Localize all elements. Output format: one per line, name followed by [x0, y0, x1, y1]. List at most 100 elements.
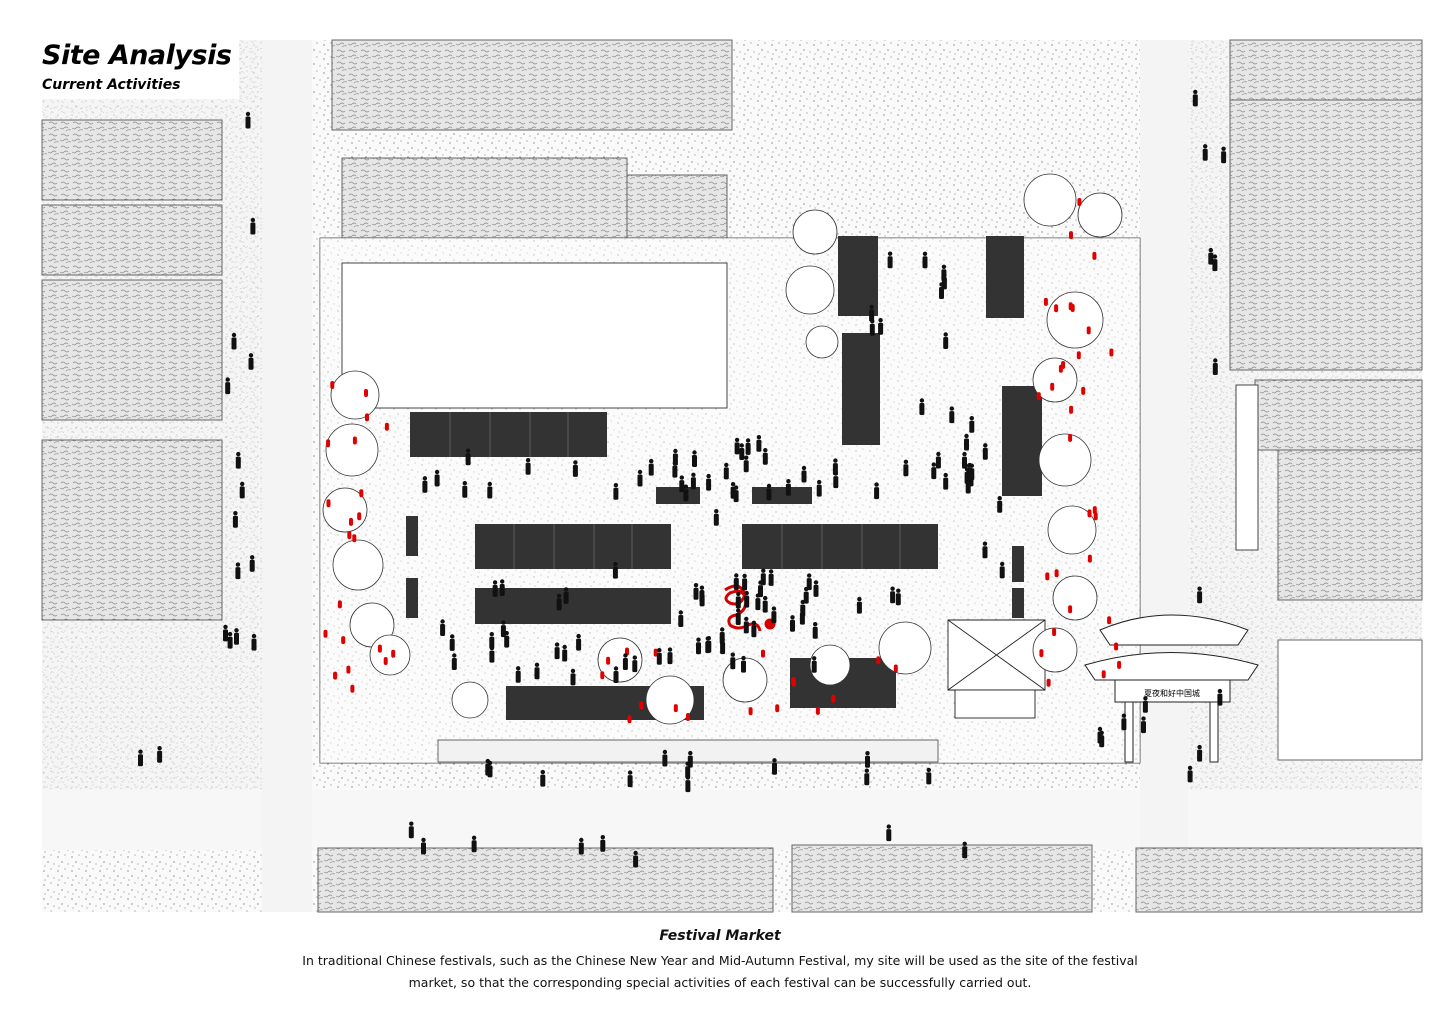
- pedestrian-silhouette-icon: [500, 620, 506, 638]
- pedestrian-silhouette-icon: [766, 483, 772, 501]
- pedestrian-silhouette-icon: [1197, 744, 1203, 762]
- pedestrian-silhouette-icon: [157, 746, 163, 763]
- red-lantern-icon: [330, 381, 335, 389]
- pedestrian-silhouette-icon: [534, 662, 540, 680]
- red-lantern-icon: [1045, 572, 1050, 581]
- pedestrian-silhouette-icon: [678, 610, 684, 627]
- pedestrian-silhouette-icon: [713, 509, 719, 526]
- gate-plaque: 夏夜和好中国城: [1144, 688, 1200, 698]
- title-block: Site Analysis Current Activities: [34, 38, 240, 99]
- red-lantern-icon: [346, 665, 351, 674]
- red-lantern-icon: [1114, 642, 1119, 651]
- caption-title: Festival Market: [659, 928, 781, 944]
- red-lantern-icon: [686, 713, 690, 721]
- red-lantern-icon: [1039, 649, 1044, 658]
- pedestrian-silhouette-icon: [662, 749, 668, 767]
- pedestrian-silhouette-icon: [462, 481, 468, 498]
- pedestrian-silhouette-icon: [733, 573, 739, 590]
- pedestrian-silhouette-icon: [632, 655, 638, 673]
- red-lantern-icon: [352, 436, 357, 445]
- pedestrian-silhouette-icon: [656, 648, 662, 665]
- red-lantern-icon: [1092, 506, 1097, 515]
- pedestrian-silhouette-icon: [554, 642, 560, 660]
- pedestrian-silhouette-icon: [864, 768, 870, 786]
- pedestrian-silhouette-icon: [919, 398, 925, 415]
- red-lantern-icon: [1058, 364, 1063, 373]
- pedestrian-silhouette-icon: [799, 607, 805, 625]
- trees: [322, 173, 1123, 725]
- red-lantern-icon: [383, 657, 388, 665]
- pedestrian-silhouette-icon: [741, 655, 746, 673]
- red-lantern-icon: [653, 648, 658, 657]
- red-lantern-icon: [1109, 348, 1114, 357]
- pedestrian-silhouette-icon: [600, 835, 606, 852]
- pedestrian-silhouette-icon: [637, 469, 643, 487]
- red-lantern-icon: [639, 701, 644, 710]
- red-lantern-icon: [349, 517, 353, 526]
- pedestrian-silhouette-icon: [982, 443, 988, 460]
- red-lantern-icon: [1076, 351, 1081, 360]
- pedestrian-silhouette-icon: [683, 484, 689, 502]
- red-lantern-icon: [1052, 628, 1057, 637]
- pedestrian-silhouette-icon: [699, 589, 705, 607]
- pedestrian-silhouette-icon: [245, 111, 251, 129]
- red-lantern-icon: [347, 531, 352, 540]
- pedestrian-silhouette-icon: [922, 251, 928, 269]
- pedestrian-silhouette-icon: [962, 841, 968, 859]
- pedestrian-silhouette-icon: [1202, 144, 1208, 161]
- page-title: Site Analysis: [42, 40, 232, 71]
- pedestrian-silhouette-icon: [667, 647, 673, 665]
- red-lantern-icon: [323, 198, 1122, 724]
- pedestrian-silhouette-icon: [687, 750, 693, 768]
- pedestrian-silhouette-icon: [1099, 730, 1105, 748]
- pedestrian-silhouette-icon: [234, 628, 239, 645]
- pedestrian-silhouette-icon: [903, 459, 909, 477]
- pedestrian-silhouette-icon: [878, 318, 884, 335]
- red-lantern-icon: [341, 636, 346, 645]
- pedestrian-silhouette-icon: [743, 616, 749, 634]
- pedestrian-silhouette-icon: [943, 332, 949, 349]
- pedestrian-silhouette-icon: [1208, 247, 1214, 265]
- red-lantern-icon: [1070, 304, 1075, 312]
- red-lantern-icon: [337, 600, 342, 609]
- pedestrian-silhouette-icon: [235, 562, 241, 580]
- pedestrian-silhouette-icon: [465, 448, 471, 466]
- pedestrian-silhouette-icon: [744, 590, 750, 608]
- pedestrian-silhouette-icon: [627, 770, 633, 788]
- pedestrian-silhouette-icon: [622, 653, 628, 670]
- red-lantern-icon: [352, 534, 357, 543]
- red-lantern-icon: [364, 389, 368, 397]
- pedestrian-silhouette-icon: [1121, 713, 1127, 731]
- pedestrian-silhouette-icon: [811, 656, 817, 673]
- pedestrian-silhouette-icon: [999, 561, 1005, 579]
- pedestrian-silhouette-icon: [421, 837, 426, 855]
- pedestrian-silhouette-icon: [969, 416, 975, 433]
- pedestrian-silhouette-icon: [1142, 696, 1148, 713]
- red-lantern-icon: [831, 694, 836, 703]
- pedestrian-silhouette-icon: [856, 596, 862, 614]
- pedestrian-silhouette-icon: [227, 631, 233, 649]
- pedestrian-silhouette-icon: [719, 627, 725, 644]
- red-lantern-icon: [326, 499, 331, 508]
- pedestrian-silhouette-icon: [812, 622, 818, 639]
- pedestrian-silhouette-icon: [790, 615, 795, 632]
- pedestrian-silhouette-icon: [672, 448, 678, 466]
- caption-body: In traditional Chinese festivals, such a…: [302, 953, 1138, 990]
- pedestrian-silhouette-icon: [685, 775, 691, 793]
- pedestrian-silhouette-icon: [762, 448, 768, 465]
- pedestrian-silhouette-icon: [633, 850, 639, 868]
- red-lantern-icon: [1043, 297, 1048, 306]
- pedestrian-silhouette-icon: [755, 593, 761, 611]
- chinese-gate: [1084, 614, 1259, 763]
- red-lantern-icon: [748, 707, 753, 716]
- pedestrian-silhouette-icon: [225, 377, 231, 395]
- red-lantern-icon: [1069, 405, 1074, 414]
- pedestrian-silhouette-icon: [562, 644, 568, 662]
- red-lantern-icon: [1086, 326, 1091, 335]
- pedestrian-silhouette-icon: [499, 579, 505, 596]
- red-lantern-icon: [365, 413, 369, 422]
- page-subtitle: Current Activities: [42, 77, 181, 93]
- red-lantern-icon: [673, 704, 678, 713]
- pedestrian-silhouette-icon: [138, 749, 143, 767]
- pedestrian-silhouette-icon: [890, 586, 896, 604]
